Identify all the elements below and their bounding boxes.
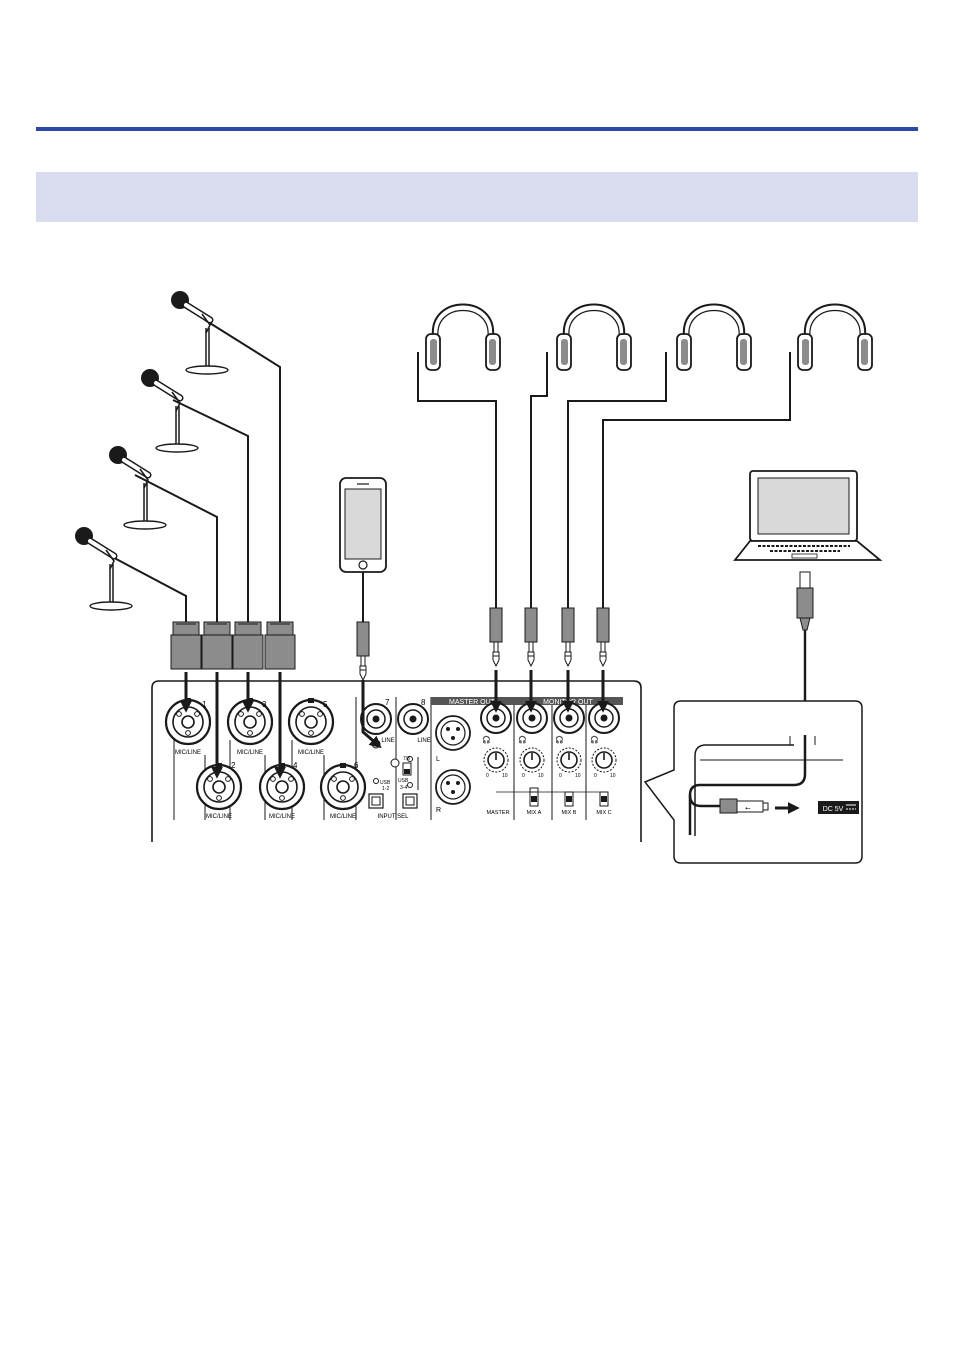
- microphone-1: [171, 291, 228, 374]
- master-out-xlr-l[interactable]: [435, 715, 471, 751]
- dc-input-label: DC 5V: [823, 806, 844, 813]
- connection-diagram: MASTER OUT MONITOR OUT 1 2 3 4 5 6 MIC/L…: [0, 270, 883, 864]
- trs-plug-mix-a: [524, 607, 538, 667]
- usb-b-sub-label: 3-4: [400, 785, 407, 791]
- input-1-label: MIC/LINE: [175, 750, 201, 756]
- master-out-xlr-r[interactable]: [435, 769, 471, 805]
- switch-label-mix-b: MIX B: [562, 810, 577, 816]
- laptop-icon: [733, 470, 883, 631]
- xlr-plug-4: [264, 621, 296, 670]
- top-rule: [36, 127, 918, 131]
- xlr-plug-3: [232, 621, 264, 670]
- switch-mix-a[interactable]: [529, 791, 539, 807]
- input-7-label: LINE: [381, 738, 394, 744]
- headphone-icon-1: 🎧: [482, 735, 491, 744]
- volume-knob-mix-a[interactable]: [519, 747, 545, 773]
- volume-knob-mix-c[interactable]: [591, 747, 617, 773]
- input-8-label: LINE: [417, 738, 430, 744]
- volume-knob-master[interactable]: [483, 747, 509, 773]
- usb-a-label: USB: [380, 780, 391, 786]
- line-input-jack-8[interactable]: [397, 703, 429, 735]
- switch-label-mix-c: MIX C: [596, 810, 611, 816]
- input-1-number: 1: [202, 700, 207, 709]
- input-select-label: INPUT SEL: [378, 814, 410, 820]
- input-4-label: MIC/LINE: [269, 814, 295, 820]
- master-l-label: L: [436, 756, 440, 763]
- microphone-2: [141, 369, 198, 452]
- input-5-number: 5: [323, 700, 328, 709]
- xlr-plug-1: [170, 621, 202, 670]
- knob-min-1: 0: [486, 773, 489, 779]
- knob-min-2: 0: [522, 773, 525, 779]
- input-7-number: 7: [385, 698, 390, 707]
- input-5-label: MIC/LINE: [298, 750, 324, 756]
- trs-plug-mix-b: [561, 607, 575, 667]
- input-3-number: 3: [262, 700, 267, 709]
- connection-arrows: [180, 670, 609, 779]
- trs-plug-mix-c: [596, 607, 610, 667]
- trs-plug-phone: [356, 621, 370, 681]
- headphones-mix-c: [797, 303, 873, 371]
- input-8-number: 8: [421, 698, 426, 707]
- knob-min-4: 0: [594, 773, 597, 779]
- power-inset: ⭠ DC 5V: [643, 700, 863, 864]
- switch-mix-c[interactable]: [599, 791, 609, 807]
- headphones-mix-a: [556, 303, 632, 371]
- xlr-plug-2: [201, 621, 233, 670]
- usb-a-sub-label: 1-2: [382, 786, 389, 792]
- input-3-label: MIC/LINE: [237, 750, 263, 756]
- switch-label-master: MASTER: [487, 810, 510, 816]
- line-input-jack-7[interactable]: [360, 703, 392, 735]
- master-r-label: R: [436, 807, 441, 814]
- microphone-4: [75, 527, 132, 610]
- knob-max-2: 10: [538, 773, 544, 779]
- input-2-label: MIC/LINE: [206, 814, 232, 820]
- usb-b-label: USB: [398, 778, 409, 784]
- input-select: 7/8 USB 1-2 USB 3-4 INPUT SEL: [368, 739, 419, 820]
- knob-max-4: 10: [610, 773, 616, 779]
- phone-to-input-arrow: [361, 680, 382, 749]
- headphone-icon-2: 🎧: [518, 735, 527, 744]
- section-header-band: [36, 172, 918, 222]
- input-6-number: 6: [354, 761, 359, 770]
- usb-symbol-icon: ⭠: [745, 805, 751, 812]
- volume-knob-mix-b[interactable]: [556, 747, 582, 773]
- headphones-mix-b: [676, 303, 752, 371]
- headphones-master: [425, 303, 501, 371]
- knob-max-1: 10: [502, 773, 508, 779]
- usb-toggle-label: 7/8: [403, 756, 410, 762]
- headphone-icon-4: 🎧: [590, 735, 599, 744]
- input-2-number: 2: [231, 761, 236, 770]
- knob-max-3: 10: [575, 773, 581, 779]
- smartphone-icon: [339, 477, 387, 573]
- headphone-icon-3: 🎧: [555, 735, 564, 744]
- master-out-label: MASTER OUT: [449, 699, 496, 706]
- input-4-number: 4: [293, 761, 298, 770]
- trs-plug-master: [489, 607, 503, 667]
- knob-min-3: 0: [559, 773, 562, 779]
- switch-label-mix-a: MIX A: [527, 810, 542, 816]
- input-6-label: MIC/LINE: [330, 814, 356, 820]
- switch-mix-b[interactable]: [564, 791, 574, 807]
